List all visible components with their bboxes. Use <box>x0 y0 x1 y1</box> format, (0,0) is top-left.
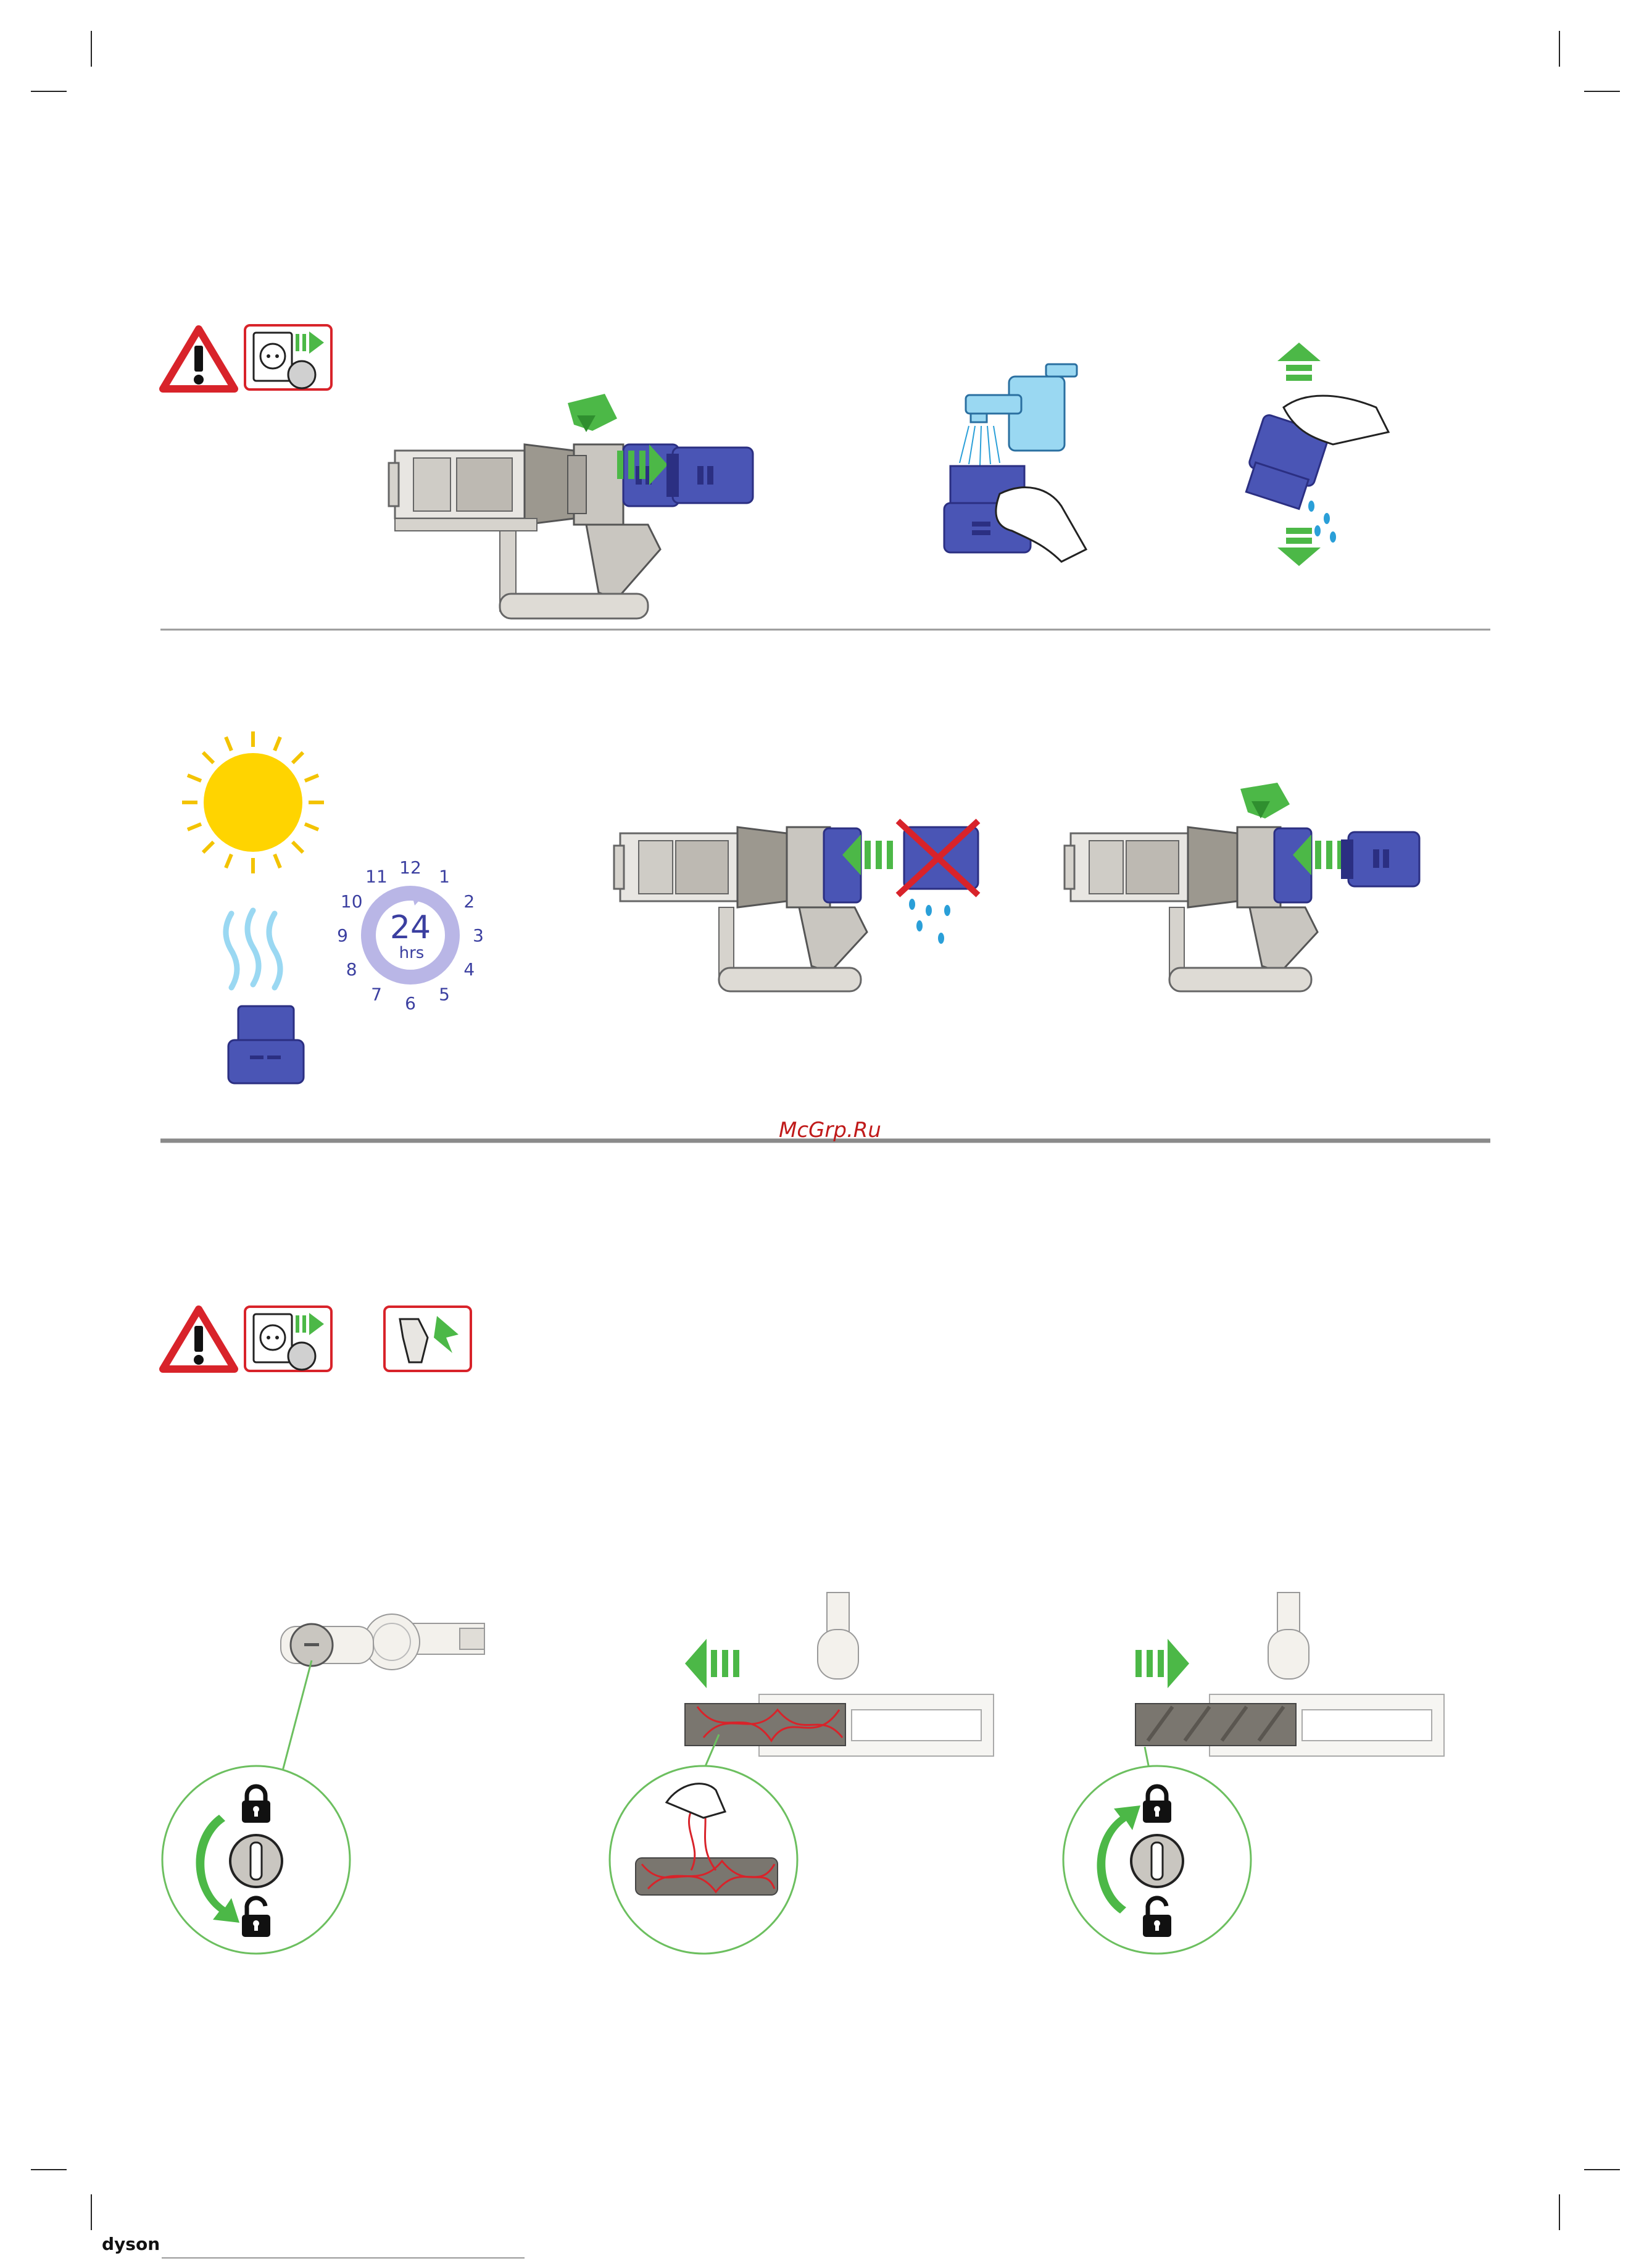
shake-up-arrow-icon <box>1277 343 1321 381</box>
clock-hour-label: 12 <box>399 857 421 878</box>
cleaner-head-tangled <box>685 1593 994 1756</box>
water-tap-icon <box>966 364 1077 451</box>
warning-triangle-icon <box>163 1309 235 1369</box>
clock-hour-label: 10 <box>341 891 363 912</box>
clock-hour-label: 5 <box>439 984 450 1004</box>
warning-triangle-icon <box>163 329 235 389</box>
filter-drying <box>228 1006 304 1083</box>
water-stream <box>960 426 1000 465</box>
unlock-detail-circle <box>162 1766 350 1954</box>
clock-hour-label: 1 <box>439 867 450 887</box>
water-drops-icon <box>1308 501 1336 543</box>
untangle-detail-circle <box>610 1766 797 1954</box>
clock-hour-label: 4 <box>463 959 475 980</box>
callout-line <box>281 1660 312 1778</box>
clock-hour-label: 3 <box>473 925 484 946</box>
timer-value: 24 <box>390 909 431 946</box>
detach-tool-icon <box>384 1307 471 1371</box>
wet-filter-crossed-icon <box>898 821 978 895</box>
clock-hour-label: 6 <box>405 993 416 1014</box>
shake-down-arrow-icon <box>1277 528 1321 566</box>
lock-detail-circle <box>1063 1766 1251 1954</box>
filter-unit-removed <box>666 448 753 503</box>
heat-waves-icon <box>226 910 280 988</box>
clock-hour-label: 11 <box>365 867 388 887</box>
watermark: McGrp.Ru <box>779 1118 881 1143</box>
unplug-socket-icon <box>245 1307 331 1371</box>
push-right-arrow-icon <box>1135 1639 1189 1688</box>
clock-hour-label: 8 <box>346 959 357 980</box>
filter-ready-to-refit <box>1341 832 1419 886</box>
clock-hour-label: 7 <box>371 984 382 1004</box>
water-drops-icon <box>909 899 950 944</box>
twist-arrow-icon <box>568 394 617 432</box>
sun-icon <box>182 731 324 873</box>
unplug-socket-icon <box>245 325 331 389</box>
clock-hour-label: 2 <box>463 891 475 912</box>
timer-unit: hrs <box>399 944 425 962</box>
vacuum-body-no-wet-filter <box>614 827 867 991</box>
pull-left-arrow-icon <box>685 1639 739 1688</box>
twist-arrow-icon <box>1240 783 1290 818</box>
cleaner-head-clean <box>1135 1593 1444 1756</box>
vacuum-body-refit <box>1065 827 1318 991</box>
brand-logo: dyson <box>102 2234 160 2254</box>
clock-hour-label: 9 <box>337 925 348 946</box>
